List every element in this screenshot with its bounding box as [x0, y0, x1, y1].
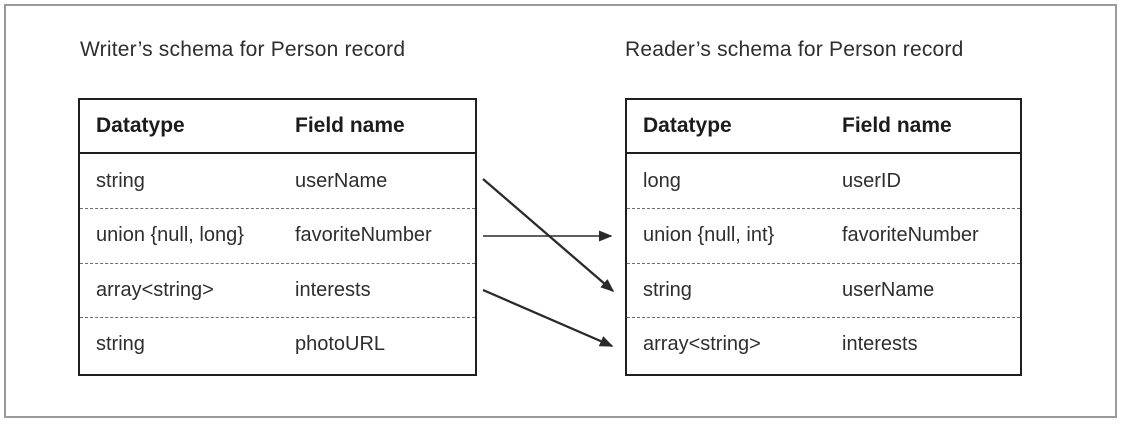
reader-header-datatype: Datatype: [643, 114, 732, 137]
fieldname-cell: userName: [295, 169, 388, 192]
writer-table-row: union {null, long} favoriteNumber: [80, 208, 475, 262]
datatype-cell: string: [96, 333, 145, 356]
writer-header-datatype: Datatype: [96, 114, 185, 137]
reader-table-row: string userName: [627, 262, 1020, 317]
fieldname-cell: userID: [842, 169, 901, 192]
writer-schema-table: Datatype Field name string userName unio…: [78, 98, 477, 376]
reader-header-fieldname: Field name: [842, 114, 952, 137]
reader-schema-table: Datatype Field name long userID union {n…: [625, 98, 1022, 376]
writer-table-row: string userName: [80, 154, 475, 208]
datatype-cell: string: [96, 169, 145, 192]
writer-header-fieldname: Field name: [295, 114, 405, 137]
datatype-cell: array<string>: [96, 278, 214, 301]
datatype-cell: string: [643, 278, 692, 301]
writer-table-header-row: Datatype Field name: [80, 100, 475, 154]
datatype-cell: array<string>: [643, 333, 761, 356]
datatype-cell: union {null, long}: [96, 224, 244, 247]
fieldname-cell: favoriteNumber: [842, 224, 979, 247]
datatype-cell: long: [643, 169, 681, 192]
fieldname-cell: photoURL: [295, 333, 386, 356]
writer-schema-title: Writer’s schema for Person record: [80, 38, 406, 61]
fieldname-cell: favoriteNumber: [295, 224, 432, 247]
reader-schema-title: Reader’s schema for Person record: [625, 38, 964, 61]
reader-table-row: long userID: [627, 154, 1020, 208]
reader-table-header-row: Datatype Field name: [627, 100, 1020, 154]
fieldname-cell: userName: [842, 278, 935, 301]
diagram-frame: Writer’s schema for Person record Reader…: [4, 4, 1117, 418]
fieldname-cell: interests: [295, 278, 371, 301]
reader-table-row: union {null, int} favoriteNumber: [627, 208, 1020, 262]
datatype-cell: union {null, int}: [643, 224, 775, 247]
writer-table-row: string photoURL: [80, 316, 475, 371]
fieldname-cell: interests: [842, 333, 918, 356]
reader-table-row: array<string> interests: [627, 316, 1020, 371]
writer-table-row: array<string> interests: [80, 262, 475, 317]
